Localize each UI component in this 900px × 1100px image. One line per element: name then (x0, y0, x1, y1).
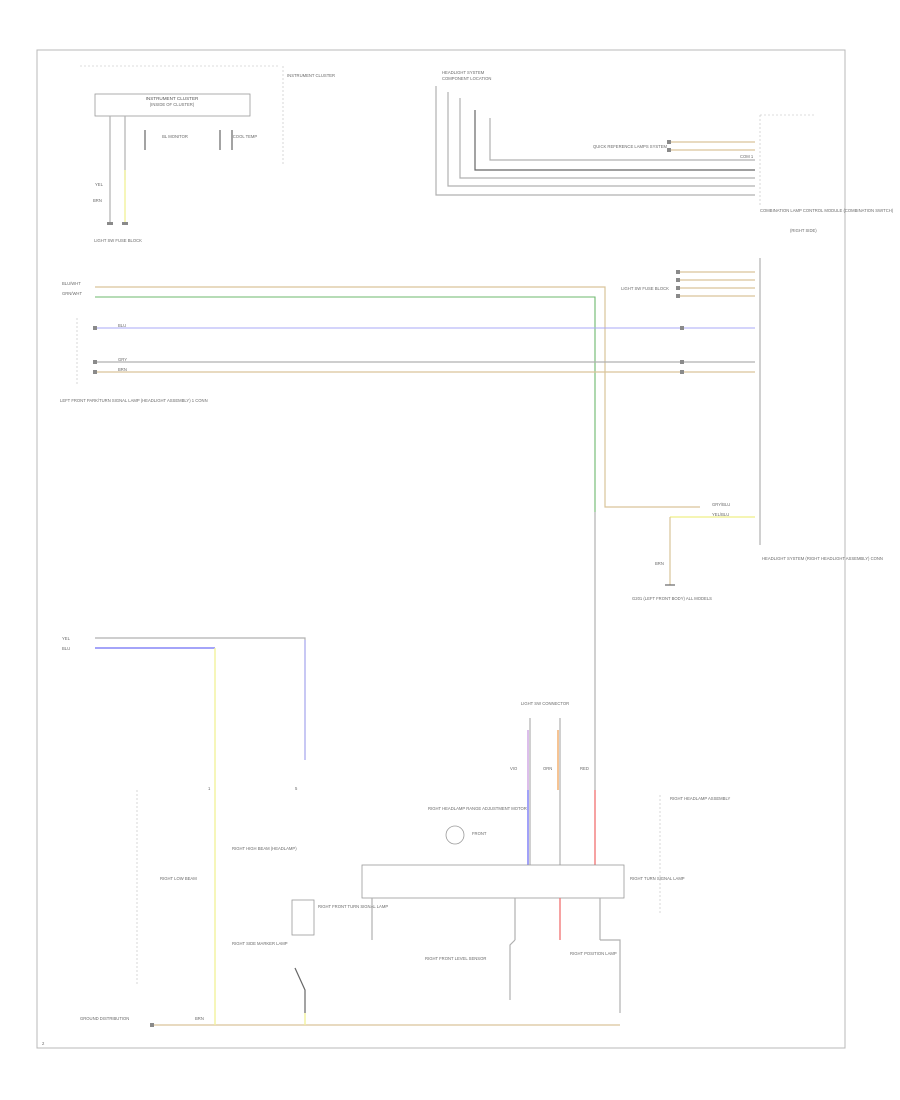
right-front-sensor-label: RIGHT FRONT LEVEL SENSOR (425, 956, 486, 961)
fan-label: FRONT (472, 831, 487, 836)
cluster-cool-temp: COOL TEMP (233, 134, 258, 139)
right-low-beam-label: RIGHT LOW BEAM (160, 876, 197, 881)
dimmer-actuator-label: RIGHT HEADLAMP RANGE ADJUSTMENT MOTOR (428, 806, 527, 811)
left-wire-gry: GRY (118, 357, 127, 362)
wire-top-b-label: GRN/WHT (62, 291, 82, 296)
lower-wire-red: RED (580, 766, 589, 771)
right-pin-label: COM 1 (740, 154, 754, 159)
lower-wire-vio: VIO (510, 766, 518, 771)
headlight-system-top: HEADLIGHT SYSTEM COMPONENT LOCATION QUIC… (435, 70, 894, 233)
lower-wire-b: YEL/BLU (712, 512, 729, 517)
headlight-system-sub: COMPONENT LOCATION (442, 76, 491, 81)
cluster-connector-label: LIGHT SW FUSE BLOCK (94, 238, 142, 243)
bottom-ground-label: GROUND DISTRIBUTION (80, 1016, 129, 1021)
right-front-turn-label: RIGHT FRONT TURN SIGNAL LAMP (318, 904, 388, 909)
instrument-cluster: INSTRUMENT CLUSTER (INSIDE OF CLUSTER) I… (80, 65, 335, 243)
tl-wire-right-label: BLU (62, 646, 70, 651)
fan-icon (445, 825, 465, 845)
right-cluster-label: LIGHT SW FUSE BLOCK (621, 286, 669, 291)
left-wire-brn: BRN (118, 367, 127, 372)
right-headlamp-module (361, 864, 625, 899)
right-headlamp-module-label: RIGHT HEADLAMP ASSEMBLY (670, 796, 730, 801)
quick-ref-label: QUICK REFERENCE LAMPS SYSTEM (593, 144, 668, 149)
ground-wire-label: BRN (655, 561, 664, 566)
main-harness: BLU/WHT GRN/WHT BLU GRY BRN LEFT FRONT P… (60, 258, 883, 601)
upper-connector-label: LIGHT SW CONNECTOR (521, 701, 569, 706)
combination-lamp-sub: (RIGHT SIDE) (790, 228, 817, 233)
page-number: 2 (42, 1041, 45, 1046)
instrument-cluster-subtitle: (INSIDE OF CLUSTER) (150, 102, 195, 107)
bottom-wire-label: BRN (195, 1016, 204, 1021)
wire-top-a-label: BLU/WHT (62, 281, 81, 286)
headlight-system-title: HEADLIGHT SYSTEM (442, 70, 485, 75)
lower-wire-a: GRY/BLU (712, 502, 730, 507)
left-module-label: LEFT FRONT PARK/TURN SIGNAL LAMP (HEADLI… (60, 398, 208, 403)
ground-label: G201 (LEFT FRONT BODY) ALL MODELS (632, 596, 712, 601)
left-wire-blu: BLU (118, 323, 126, 328)
diagram-frame (36, 49, 846, 1049)
cluster-wire-yel: YEL (95, 182, 104, 187)
cluster-bl-monitor: BL MONITOR (162, 134, 188, 139)
side-marker-label: RIGHT SIDE MARKER LAMP (232, 941, 288, 946)
instrument-cluster-side-label: INSTRUMENT CLUSTER (287, 73, 335, 78)
lower-section: YEL BLU 1 5 RIGHT LOW BEAM RIGHT HIGH BE… (62, 512, 730, 1027)
position-lamp-label: RIGHT POSITION LAMP (570, 951, 617, 956)
combination-lamp-label: COMBINATION LAMP CONTROL MODULE (COMBINA… (760, 208, 894, 213)
cluster-wire-brn: BRN (93, 198, 102, 203)
tl-pin-left: 1 (208, 786, 211, 791)
right-high-beam-label: RIGHT HIGH BEAM (HEADLAMP) (232, 846, 297, 851)
tl-wire-left-label: YEL (62, 636, 71, 641)
lower-right-module-label: HEADLIGHT SYSTEM (RIGHT HEADLIGHT ASSEMB… (762, 556, 883, 561)
lower-wire-orn: ORN (543, 766, 552, 771)
turn-lamp-label: RIGHT TURN SIGNAL LAMP (630, 876, 685, 881)
instrument-cluster-box (94, 93, 251, 117)
tl-pin-right: 5 (295, 786, 298, 791)
instrument-cluster-title: INSTRUMENT CLUSTER (146, 96, 199, 101)
